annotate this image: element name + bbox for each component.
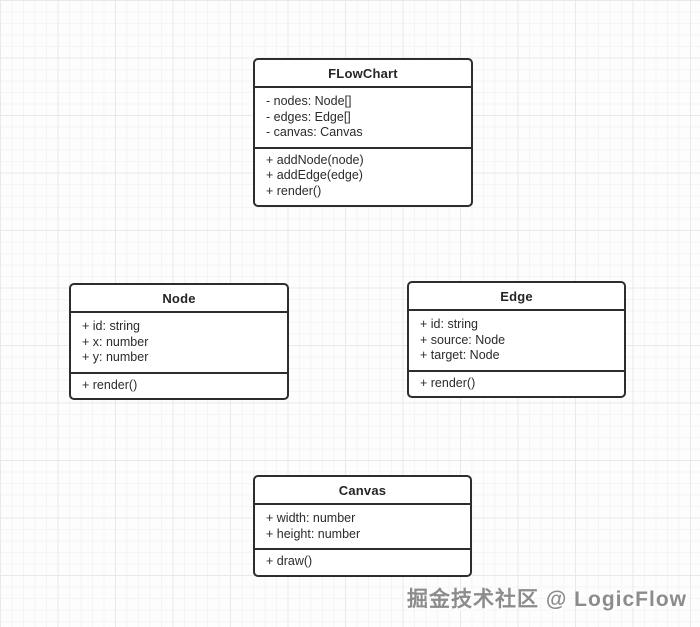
class-attribute: - canvas: Canvas bbox=[266, 125, 363, 140]
class-title: Edge bbox=[409, 283, 624, 311]
class-title: Node bbox=[71, 285, 287, 313]
class-method: + render() bbox=[266, 183, 322, 198]
class-method: + draw() bbox=[266, 554, 313, 569]
class-attribute: + source: Node bbox=[420, 332, 506, 347]
class-method: + addNode(node) bbox=[266, 152, 364, 167]
class-attributes-section: + width: number+ height: number bbox=[255, 505, 470, 551]
class-method: + render() bbox=[420, 375, 476, 390]
class-title: Canvas bbox=[255, 477, 470, 505]
class-attribute: - edges: Edge[] bbox=[266, 109, 351, 124]
class-attribute: + x: number bbox=[82, 334, 149, 349]
class-attribute: + id: string bbox=[82, 319, 141, 333]
uml-class-node[interactable]: Node + id: string+ x: number+ y: number … bbox=[69, 283, 289, 401]
uml-class-edge[interactable]: Edge + id: string+ source: Node+ target:… bbox=[407, 281, 626, 399]
class-methods-section: + draw() bbox=[255, 550, 470, 575]
class-attribute: + target: Node bbox=[420, 348, 500, 363]
class-attributes-section: + id: string+ x: number+ y: number bbox=[71, 313, 287, 374]
class-attributes-section: + id: string+ source: Node+ target: Node bbox=[409, 311, 624, 372]
class-attribute: + y: number bbox=[82, 350, 149, 365]
class-method: + render() bbox=[82, 377, 138, 392]
class-methods-section: + render() bbox=[409, 372, 624, 397]
class-attribute: + width: number bbox=[266, 511, 356, 525]
class-methods-section: + render() bbox=[71, 374, 287, 399]
uml-class-canvas[interactable]: Canvas + width: number+ height: number +… bbox=[253, 475, 472, 577]
watermark: 掘金技术社区 @ LogicFlow bbox=[407, 588, 687, 611]
class-method: + addEdge(edge) bbox=[266, 168, 363, 183]
class-methods-section: + addNode(node)+ addEdge(edge)+ render() bbox=[255, 149, 471, 205]
class-attribute: + height: number bbox=[266, 526, 361, 541]
class-attributes-section: - nodes: Node[]- edges: Edge[]- canvas: … bbox=[255, 88, 471, 149]
class-attribute: + id: string bbox=[420, 317, 479, 331]
class-attribute: - nodes: Node[] bbox=[266, 94, 352, 108]
class-title: FLowChart bbox=[255, 60, 471, 88]
uml-class-flowchart[interactable]: FLowChart - nodes: Node[]- edges: Edge[]… bbox=[253, 58, 473, 207]
